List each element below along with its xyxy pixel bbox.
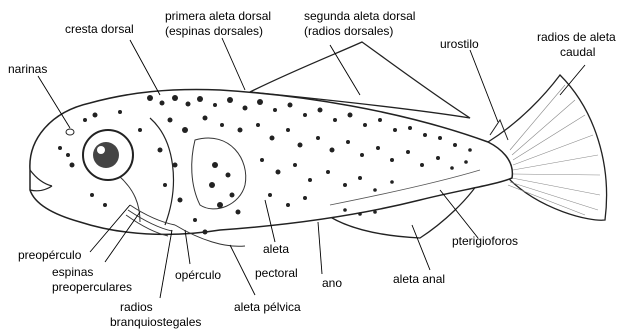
label-preoperculo: preopérculo <box>18 248 81 262</box>
label-primera-aleta-dorsal-1: primera aleta dorsal <box>165 9 271 23</box>
label-radios-branq-1: radios <box>120 300 153 314</box>
label-pterigioforos: pterigioforos <box>452 234 518 248</box>
pupil <box>93 142 119 168</box>
label-urostilo: urostilo <box>440 37 479 51</box>
label-primera-aleta-dorsal-2: (espinas dorsales) <box>165 24 263 38</box>
label-aleta-pectoral-1: aleta <box>258 242 294 256</box>
label-segunda-aleta-dorsal-2: (radios dorsales) <box>304 24 393 38</box>
label-narinas: narinas <box>8 62 47 76</box>
label-espinas-preop-1: espinas <box>52 265 93 279</box>
label-aleta-pelvica: aleta pélvica <box>234 300 301 314</box>
label-ano: ano <box>322 276 342 290</box>
caudal-fin <box>488 75 607 220</box>
label-espinas-preop-2: preoperculares <box>52 280 132 294</box>
label-aleta-anal: aleta anal <box>393 272 445 286</box>
label-aleta-pectoral-2: pectoral <box>255 266 298 280</box>
label-radios-caudal-1: radios de aleta <box>537 30 616 44</box>
label-segunda-aleta-dorsal-1: segunda aleta dorsal <box>304 9 415 23</box>
label-cresta-dorsal: cresta dorsal <box>65 22 134 36</box>
label-radios-caudal-2: caudal <box>560 45 595 59</box>
label-operculo: opérculo <box>175 268 221 282</box>
label-radios-branq-2: branquiostegales <box>110 315 201 329</box>
